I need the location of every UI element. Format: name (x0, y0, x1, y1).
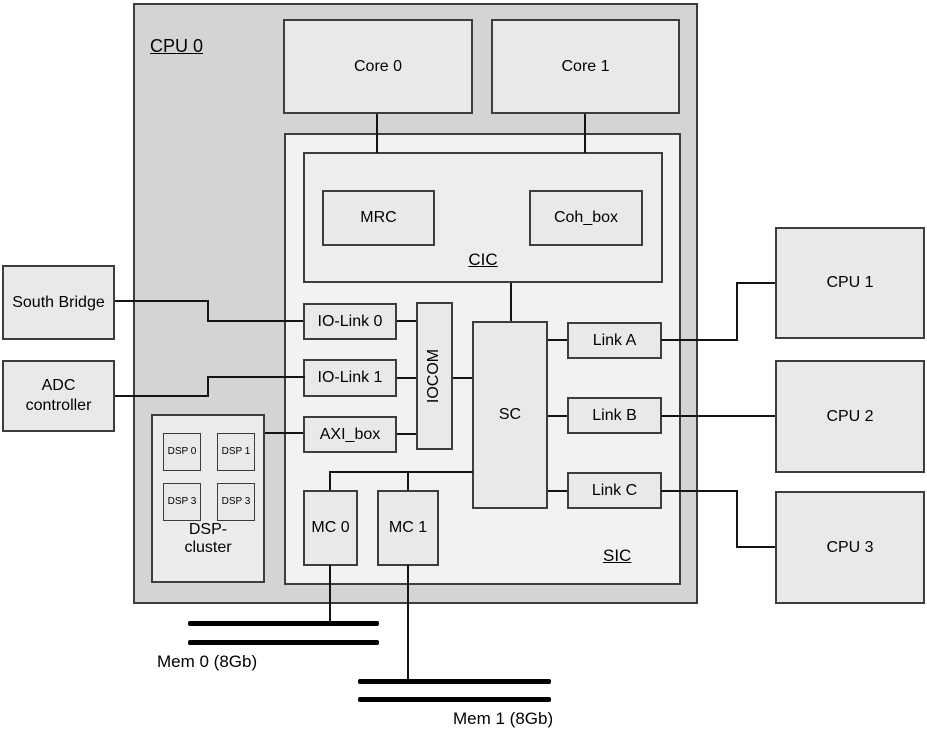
mc0-label: MC 0 (311, 519, 350, 536)
wire-mc1-mem1 (407, 565, 409, 682)
mrc-label: MRC (360, 209, 397, 226)
coh-box-label: Coh_box (553, 209, 619, 226)
wire-mc0-stub (329, 471, 331, 490)
io-link1-box: IO-Link 1 (303, 359, 397, 397)
wire-mc0-mem0 (329, 565, 331, 625)
mem0-symbol-bar2 (188, 640, 379, 645)
cpu0-label: CPU 0 (150, 36, 204, 56)
wire-iolink0-iocom (397, 320, 416, 322)
wire-core1-cic (584, 114, 586, 153)
wire-linka-cpu1 (736, 282, 775, 284)
dsp3b-box: DSP 3 (217, 483, 255, 521)
mc1-box: MC 1 (377, 490, 439, 566)
adc-controller-box: ADC controller (2, 360, 115, 432)
core1-label: Core 1 (561, 57, 610, 75)
wire-adc-a (115, 395, 209, 397)
link-c-label: Link C (591, 481, 638, 499)
wire-sc-linka (548, 339, 567, 341)
dsp1-box: DSP 1 (217, 433, 255, 471)
wire-southbridge-a (115, 300, 209, 302)
wire-linka-step (736, 282, 738, 341)
mrc-box: MRC (322, 190, 435, 246)
cpu3-box: CPU 3 (775, 491, 925, 604)
link-a-label: Link A (592, 331, 637, 349)
cpu1-label: CPU 1 (826, 274, 874, 291)
cpu1-box: CPU 1 (775, 227, 925, 339)
mc1-label: MC 1 (388, 519, 428, 536)
wire-dsp-axi (265, 432, 303, 434)
wire-adc-step (207, 376, 209, 397)
wire-mc-bus (329, 471, 473, 473)
io-link0-label: IO-Link 0 (317, 312, 383, 330)
wire-mc1-stub (407, 471, 409, 490)
wire-linkc-out (661, 490, 738, 492)
link-b-box: Link B (567, 397, 662, 434)
cic-label: CIC (468, 250, 498, 269)
axi-box-label: AXI_box (319, 425, 381, 443)
cpu2-label: CPU 2 (826, 407, 874, 425)
iocom-label: IOCOM (425, 348, 443, 404)
mem0-label: Mem 0 (8Gb) (157, 652, 258, 671)
wire-southbridge-step (207, 300, 209, 322)
io-link1-label: IO-Link 1 (317, 369, 383, 386)
dsp-cluster-label: DSP-cluster (184, 521, 232, 556)
mem0-symbol-bar1 (188, 621, 379, 626)
sic-label: SIC (603, 546, 632, 565)
core0-label: Core 0 (353, 57, 403, 75)
iocom-box: IOCOM (416, 302, 453, 450)
wire-adc-b (207, 376, 305, 378)
mem1-symbol-bar1 (358, 679, 551, 684)
wire-iocom-sc (453, 377, 472, 379)
link-b-label: Link B (592, 406, 637, 424)
dsp0-label: DSP 0 (167, 445, 197, 457)
wire-southbridge-b (207, 320, 303, 322)
wire-linkc-cpu3 (736, 546, 775, 548)
mc0-box: MC 0 (303, 490, 358, 566)
cpu2-box: CPU 2 (775, 360, 925, 473)
wire-sc-linkb (548, 415, 567, 417)
axi-box: AXI_box (303, 416, 397, 453)
link-c-box: Link C (567, 472, 662, 509)
core1-box: Core 1 (491, 19, 680, 114)
link-a-box: Link A (567, 322, 662, 359)
mem1-label: Mem 1 (8Gb) (453, 709, 554, 728)
io-link0-box: IO-Link 0 (303, 303, 397, 340)
mem1-symbol-bar2 (358, 697, 551, 702)
core0-box: Core 0 (283, 19, 473, 114)
wire-linka-out (661, 339, 738, 341)
dsp3a-label: DSP 3 (167, 495, 197, 507)
dsp0-box: DSP 0 (163, 433, 201, 471)
wire-sc-linkc (548, 490, 567, 492)
wire-iolink1-iocom (397, 377, 416, 379)
south-bridge-box: South Bridge (2, 265, 115, 340)
adc-controller-label: ADC controller (25, 377, 92, 414)
dsp3b-label: DSP 3 (221, 495, 251, 507)
wire-axi-iocom (397, 433, 416, 435)
dsp1-label: DSP 1 (221, 445, 251, 457)
sc-label: SC (498, 406, 522, 423)
dsp3a-box: DSP 3 (163, 483, 201, 521)
south-bridge-label: South Bridge (12, 293, 105, 311)
wire-core0-cic (376, 114, 378, 153)
wire-linkc-step (736, 490, 738, 548)
sc-box: SC (472, 321, 548, 509)
coh-box: Coh_box (529, 190, 643, 246)
wire-cic-sc (510, 283, 512, 321)
wire-linkb-cpu2 (661, 415, 775, 417)
cpu3-label: CPU 3 (826, 538, 874, 556)
